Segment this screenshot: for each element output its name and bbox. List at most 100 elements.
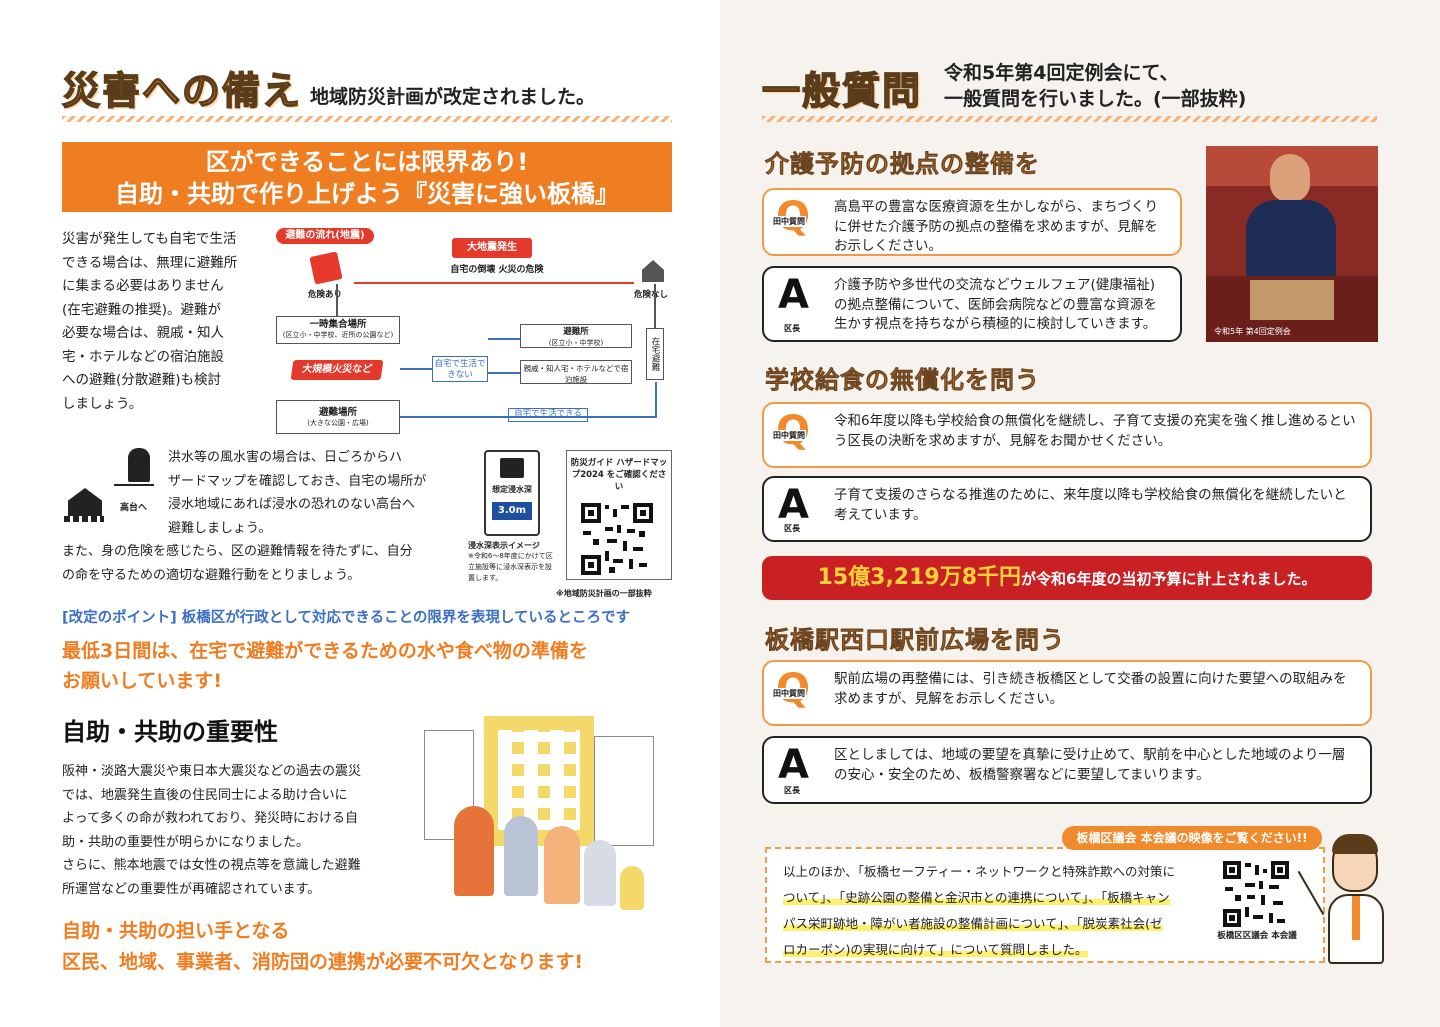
other-line: 以上のほか、「板橋セーフティー・ネットワークと特殊詐欺への対策に [783, 864, 1176, 879]
q-label: 田中質問 [772, 430, 806, 441]
intro-line: 宅・ホテルなどの宿泊施設 [62, 348, 224, 365]
answer-card: A 区長 介護予防や多世代の交流などウェルフェア(健康福祉)の拠点整備について、… [762, 266, 1182, 342]
presenter-hair [1332, 834, 1378, 854]
flood-more-text: また、身の危険を感じたら、区の避難情報を待たずに、自分 の命を守るための適切な避… [62, 540, 462, 587]
a-label: 区長 [784, 786, 800, 795]
banner: 区ができることには限界あり! 自助・共助で作り上げよう『災害に強い板橋』 [62, 142, 672, 212]
other-questions-text: 以上のほか、「板橋セーフティー・ネットワークと特殊詐欺への対策に ついて」、「史… [783, 859, 1213, 963]
flood-depth-sign: 想定浸水深 3.0m [484, 450, 540, 536]
flow-temp-place-note: (区立小・中学校、近所の公園など) [282, 331, 394, 339]
flood-more-line: また、身の危険を感じたら、区の避難情報を待たずに、自分 [62, 544, 413, 559]
question-card: Q 田中質問 高島平の豊富な医療資源を生かしながら、まちづくりに併せた介護予防の… [762, 188, 1182, 256]
divider [62, 116, 672, 122]
person-figure [504, 816, 538, 896]
flow-line [400, 416, 656, 418]
intro-line: できる場合は、無理に避難所 [62, 254, 238, 271]
flow-temp-place: 一時集合場所 (区立小・中学校、近所の公園など) [276, 316, 400, 344]
intro-line: への避難(分散避難)も検討 [62, 372, 222, 388]
intro-line: (在宅避難の推奨)。避難が [62, 301, 222, 318]
divider [762, 116, 1377, 122]
flow-home: 在宅避難 [646, 328, 664, 380]
budget-banner: 15億3,219万8千円が令和6年度の当初予算に計上されました。 [762, 556, 1372, 600]
flood-illustration: 高台へ [64, 448, 164, 528]
intro-line: に集まる必要はありません [62, 278, 224, 294]
qr-caption: 板橋区区議会 本会議 [1217, 931, 1297, 941]
hazard-map-card: 防災ガイド ハザードマップ2024 をご確認ください [566, 450, 672, 580]
building-outline [594, 736, 654, 846]
mutual-aid-line: 阪神・淡路大震災や東日本大震災などの過去の震災 [62, 764, 362, 779]
question-heading-station: 板橋駅西口駅前広場を問う [765, 626, 1065, 655]
person-figure [584, 840, 616, 906]
flow-evac-area: 避難場所 (大きな公園・広場) [276, 400, 400, 434]
house-icon [642, 260, 664, 282]
flow-shelter-label: 避難所 [563, 327, 589, 337]
page-title-question: 一般質問 [761, 68, 923, 114]
question-heading-lunch: 学校給食の無償化を問う [765, 366, 1040, 395]
sign-note: ※令和6～8年度にかけて区立施設等に浸水深表示を設置します。 [468, 552, 553, 582]
lectern [1250, 280, 1334, 320]
other-line-text: パス栄町跡地・障がい者施設の整備計画について」、「脱炭素社会(ゼ [783, 916, 1163, 931]
building-windows [498, 730, 580, 830]
other-line: パス栄町跡地・障がい者施設の整備計画について」、「脱炭素社会(ゼ [783, 911, 1213, 937]
flow-collapse: 自宅の倒壊 火災の危険 [450, 265, 544, 275]
flow-nodanger: 危険なし [634, 290, 669, 300]
flow-line [354, 282, 634, 284]
mutual-aid-line: 所運営などの重要性が再確認されています。 [62, 881, 321, 897]
a-mark: A [778, 742, 809, 788]
revision-point: [改定のポイント] 板橋区が行政として対応できることの限界を表現しているところで… [62, 610, 630, 626]
other-line-text: ついて」、「史跡公園の整備と金沢市との連携について」、「板橋キャン [783, 890, 1170, 905]
mutual-aid-text: 阪神・淡路大震災や東日本大震災などの過去の震災 では、地震発生直後の住民同士によ… [62, 760, 412, 901]
q-label: 田中質問 [772, 216, 806, 227]
flow-line [488, 338, 520, 340]
steps-icon [114, 484, 154, 486]
hazard-map-qr-code[interactable] [581, 503, 653, 575]
question-card: Q 田中質問 令和6年度以降も学校給食の無償化を継続し、子育て支援の充実を強く推… [762, 402, 1372, 468]
mutual-aid-line: さらに、熊本地震では女性の視点等を意識した避難 [62, 858, 361, 873]
q-label: 田中質問 [772, 688, 806, 699]
flow-line [655, 382, 657, 418]
wave-icon [64, 516, 104, 522]
flood-line: ザードマップを確認しておき、自宅の場所が [168, 473, 427, 489]
intro-line: 必要な場合は、親戚・知人 [62, 325, 224, 341]
a-mark: A [778, 482, 809, 528]
closing-call-line: 区民、地域、事業者、消防団の連携が必要不可欠となります! [62, 951, 584, 973]
other-questions-box: 以上のほか、「板橋セーフティー・ネットワークと特殊詐欺への対策に ついて」、「史… [765, 847, 1325, 963]
flow-danger: 危険あり [308, 290, 343, 300]
flood-line: 洪水等の風水害の場合は、日ごろからハ [168, 450, 403, 465]
flow-quake: 大地震発生 [452, 238, 532, 258]
intro-text: 災害が発生しても自宅で生活 できる場合は、無理に避難所 に集まる必要はありません… [62, 228, 262, 416]
a-mark: A [778, 272, 809, 318]
flood-line: 避難しましょう。 [168, 520, 272, 536]
banner-line2: 自助・共助で作り上げよう『災害に強い板橋』 [115, 180, 619, 208]
hazard-guide-text: 防災ガイド ハザードマップ2024 をご確認ください [570, 458, 668, 492]
flow-relatives: 親戚・知人宅・ホテルなどで宿泊施設 [520, 360, 632, 384]
subtitle-line: 令和5年第4回定例会にて、 [944, 62, 1179, 84]
flood-icon-label: 高台へ [120, 503, 148, 513]
flow-shelter: 避難所 (区立小・中学校) [520, 324, 632, 348]
budget-amount: 15億3,219万8千円 [817, 565, 1022, 590]
a-label: 区長 [784, 524, 800, 533]
person-figure [454, 806, 494, 896]
mutual-aid-line: では、地震発生直後の住民同士による助け合いに [62, 787, 348, 803]
council-photo: 令和5年 第4回定例会 [1206, 146, 1378, 342]
disaster-people-illustration [424, 716, 660, 916]
presenter-illustration [1297, 834, 1388, 970]
flow-can-live: 自宅で生活できる [508, 408, 588, 422]
other-line: ロカーボン)の実現に向けて」について質問しました。 [783, 937, 1213, 963]
mutual-aid-line: よって多くの命が救われており、発災時における自 [62, 811, 359, 826]
call-line: 最低3日間は、在宅で避難ができるための水や食べ物の準備を [62, 640, 588, 662]
presenter-tie [1352, 896, 1360, 940]
banner-line1: 区ができることには限界あり! [205, 148, 529, 176]
flow-cannot-live: 自宅で生活できない [432, 356, 488, 382]
sign-value: 3.0m [492, 502, 532, 520]
flow-fire: 大規模火災など [290, 360, 384, 380]
other-line: ついて」、「史跡公園の整備と金沢市との連携について」、「板橋キャン [783, 885, 1213, 911]
call-line: お願いしています! [62, 670, 223, 692]
other-line-text: ロカーボン)の実現に向けて」について質問しました。 [783, 942, 1088, 957]
running-person-icon [128, 448, 150, 482]
flood-text: 洪水等の風水害の場合は、日ごろからハ ザードマップを確認しておき、自宅の場所が … [168, 446, 468, 540]
question-text: 高島平の豊富な医療資源を生かしながら、まちづくりに併せた介護予防の拠点の整備を求… [834, 199, 1158, 254]
page-subtitle-question: 令和5年第4回定例会にて、 一般質問を行いました。(一部抜粋) [944, 60, 1246, 112]
council-video-qr-code[interactable] [1223, 861, 1289, 927]
closing-call: 自助・共助の担い手となる 区民、地域、事業者、消防団の連携が必要不可欠となります… [62, 916, 583, 978]
